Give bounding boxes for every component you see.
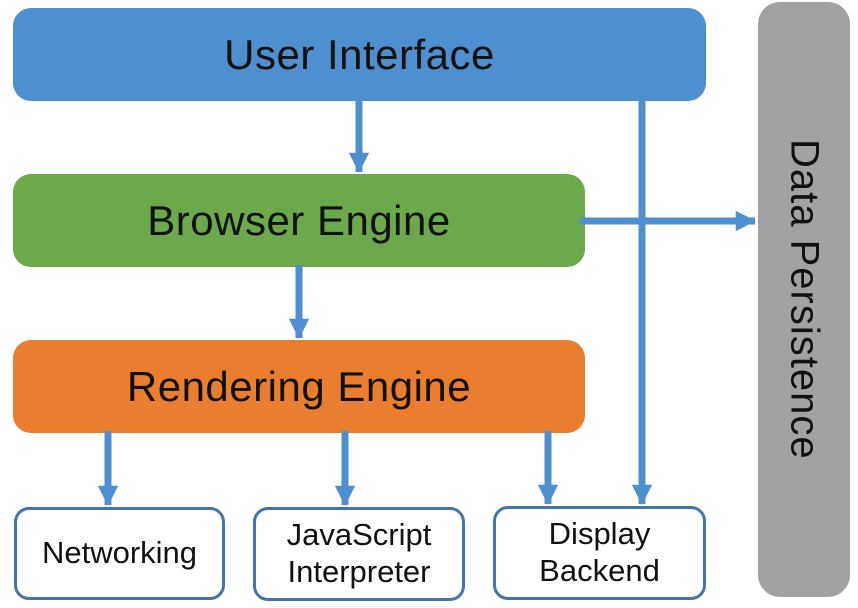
node-browser-engine: Browser Engine xyxy=(13,174,585,267)
node-data-persistence-label: Data Persistence xyxy=(782,139,827,460)
node-data-persistence: Data Persistence xyxy=(758,2,850,597)
node-networking: Networking xyxy=(14,507,225,600)
node-browser-engine-label: Browser Engine xyxy=(147,196,451,244)
node-javascript-interpreter-label: JavaScript Interpreter xyxy=(286,517,432,589)
node-networking-label: Networking xyxy=(41,535,198,571)
node-display-backend: Display Backend xyxy=(493,506,706,600)
node-user-interface-label: User Interface xyxy=(224,30,495,78)
node-rendering-engine: Rendering Engine xyxy=(13,340,585,433)
node-rendering-engine-label: Rendering Engine xyxy=(126,362,472,410)
node-display-backend-label: Display Backend xyxy=(539,516,660,588)
node-javascript-interpreter: JavaScript Interpreter xyxy=(253,507,465,601)
node-user-interface: User Interface xyxy=(13,8,706,101)
